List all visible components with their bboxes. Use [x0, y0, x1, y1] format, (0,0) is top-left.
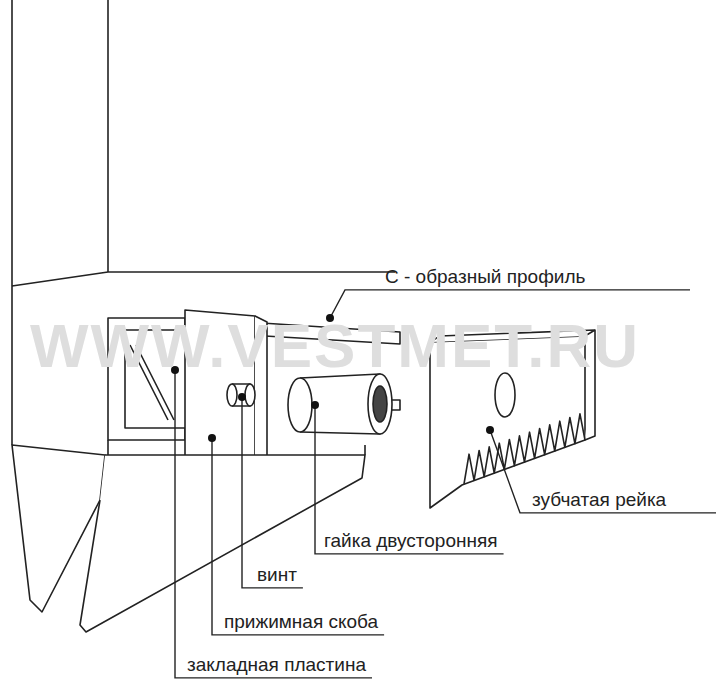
beam-edge	[12, 272, 395, 286]
part-label: С - образный профиль	[385, 266, 585, 288]
part-label: прижимная скоба	[224, 611, 378, 633]
nut-back	[288, 378, 312, 432]
part-label: закладная пластина	[187, 654, 366, 676]
rack-teeth	[464, 414, 585, 484]
nut-face	[368, 374, 392, 434]
gate-skirt-edge	[108, 440, 365, 455]
leader-line	[490, 430, 716, 513]
part-label: гайка двусторонняя	[324, 530, 498, 552]
leader-dot	[208, 434, 216, 442]
nut-thread	[373, 386, 387, 422]
watermark: WWW.VESTMET.RU	[30, 310, 640, 381]
leader-dot	[311, 401, 319, 409]
part-label: зубчатая рейка	[532, 489, 666, 511]
screw-end	[245, 384, 255, 406]
part-label: винт	[257, 564, 297, 586]
leader-line	[242, 397, 303, 588]
leader-line	[315, 405, 504, 554]
screw-head	[227, 384, 237, 406]
nut-stub	[392, 400, 400, 410]
leader-dot	[486, 426, 494, 434]
gate-skirt-plate	[80, 455, 365, 632]
leader-dot	[238, 393, 246, 401]
